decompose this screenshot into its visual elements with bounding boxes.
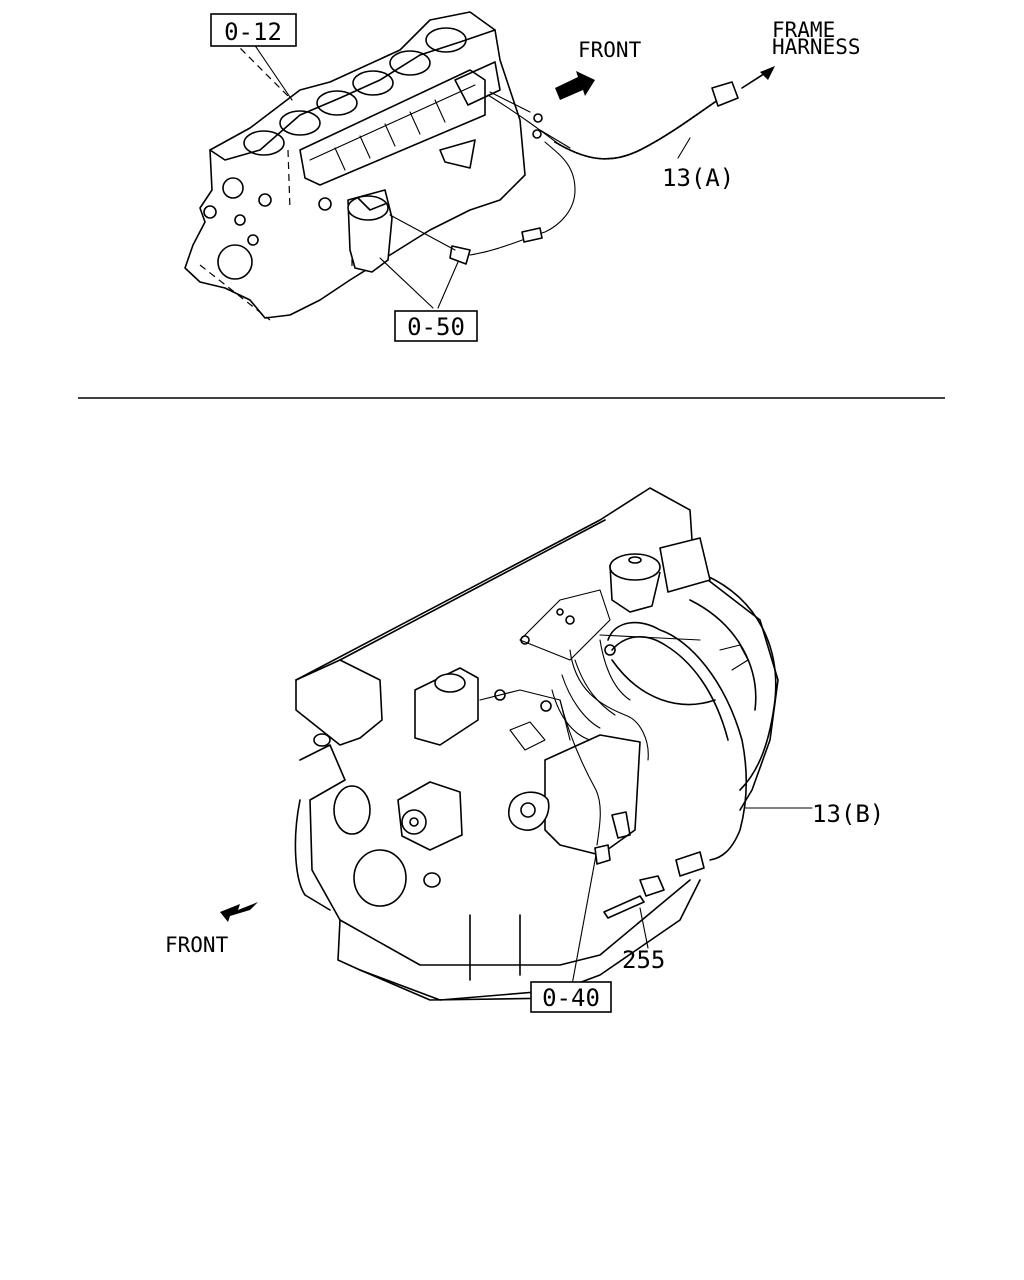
svg-text:0-12: 0-12 bbox=[224, 18, 282, 46]
lower-engine-view bbox=[220, 487, 813, 1001]
front-label-lower: FRONT bbox=[165, 933, 229, 957]
label-ref-0-12[interactable]: 0-12 bbox=[210, 13, 297, 47]
harness-label: HARNESS bbox=[772, 35, 861, 59]
part-13a-label[interactable]: 13(A) bbox=[662, 164, 734, 192]
front-label-upper: FRONT bbox=[578, 38, 642, 62]
label-ref-0-40[interactable]: 0-40 bbox=[530, 981, 612, 1013]
upper-engine-view bbox=[184, 11, 775, 321]
label-ref-0-50[interactable]: 0-50 bbox=[394, 310, 478, 342]
part-13b-label[interactable]: 13(B) bbox=[812, 800, 884, 828]
part-255-label[interactable]: 255 bbox=[622, 946, 665, 974]
svg-text:0-50: 0-50 bbox=[407, 313, 465, 341]
frame-label: FRAME bbox=[772, 18, 835, 42]
svg-text:0-40: 0-40 bbox=[542, 984, 600, 1012]
